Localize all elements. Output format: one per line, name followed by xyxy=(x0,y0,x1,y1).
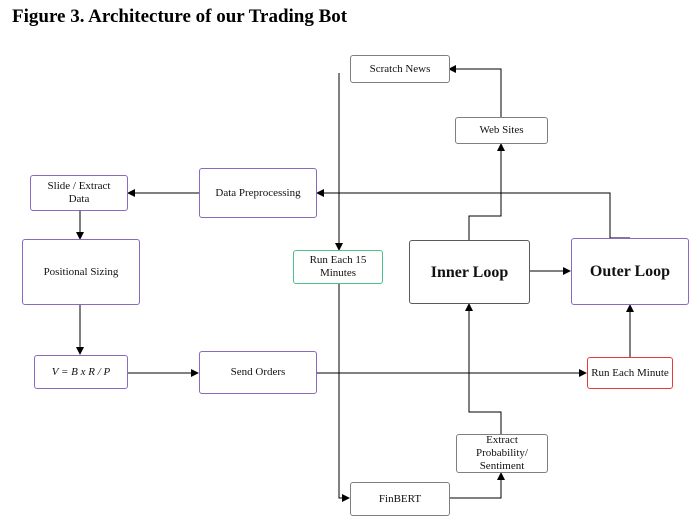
node-positional-sizing-label: Positional Sizing xyxy=(43,265,119,278)
node-data-preprocessing: Data Preprocessing xyxy=(199,168,317,218)
node-formula: V = B x R / P xyxy=(34,355,128,389)
node-send-orders-label: Send Orders xyxy=(230,366,286,378)
node-finbert-label: FinBERT xyxy=(378,492,422,505)
node-run-each-minute: Run Each Minute xyxy=(587,357,673,389)
arrow-run15-to-finbert xyxy=(338,284,350,502)
node-data-preprocessing-label: Data Preprocessing xyxy=(215,186,301,199)
arrow-finbert-to-extractprob xyxy=(450,472,505,499)
node-inner-loop: Inner Loop xyxy=(409,240,530,304)
node-slide-extract-line1: Slide / Extract xyxy=(47,180,111,192)
node-run-each-15-minutes: Run Each 15 Minutes xyxy=(293,250,383,284)
arrow-extractprob-to-innerloop xyxy=(465,303,502,434)
figure-title: Figure 3. Architecture of our Trading Bo… xyxy=(12,6,348,27)
node-run-each-minute-label: Run Each Minute xyxy=(591,366,669,379)
node-scratch-news: Scratch News xyxy=(350,55,450,83)
node-web-sites-label: Web Sites xyxy=(479,124,524,136)
node-run-each-15-line2: Minutes xyxy=(319,267,357,279)
node-outer-loop-label: Outer Loop xyxy=(589,263,671,280)
node-scratch-news-label: Scratch News xyxy=(369,62,431,75)
node-slide-extract-data: Slide / Extract Data xyxy=(30,175,128,211)
node-inner-loop-label: Inner Loop xyxy=(430,263,509,281)
node-formula-label: V = B x R / P xyxy=(51,365,111,378)
node-run-each-15-line1: Run Each 15 xyxy=(309,254,367,266)
node-extract-probability: Extract Probability/ Sentiment xyxy=(456,434,548,473)
node-outer-loop: Outer Loop xyxy=(571,238,689,305)
node-send-orders: Send Orders xyxy=(199,351,317,394)
arrow-websites-to-scratchnews xyxy=(448,65,502,117)
arrow-outerloop-to-datapreprocessing xyxy=(316,189,611,238)
node-positional-sizing: Positional Sizing xyxy=(22,239,140,305)
arrow-innerloop-to-websites xyxy=(468,143,505,240)
node-extract-prob-line2: Sentiment xyxy=(479,460,525,472)
node-finbert: FinBERT xyxy=(350,482,450,516)
node-web-sites: Web Sites xyxy=(455,117,548,144)
node-extract-prob-line1: Extract Probability/ xyxy=(476,434,528,459)
node-slide-extract-line2: Data xyxy=(68,193,90,205)
